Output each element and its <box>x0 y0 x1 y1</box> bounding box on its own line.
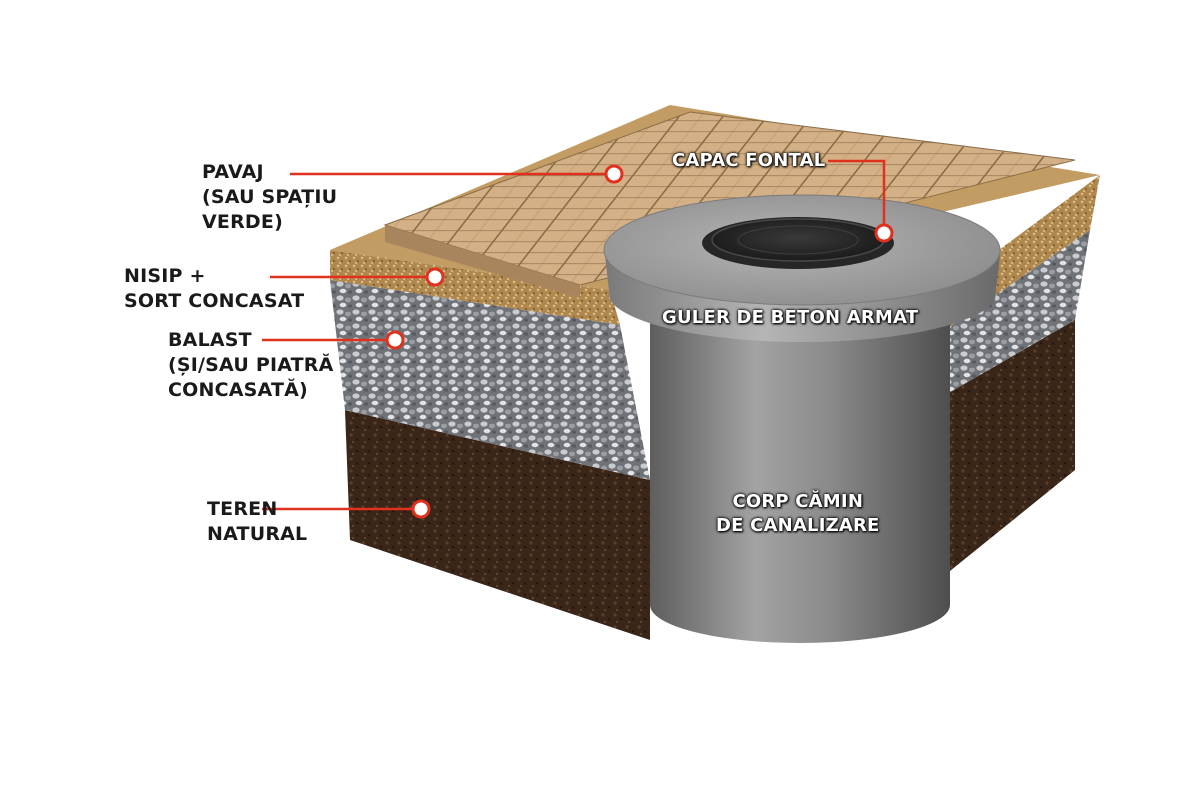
lid-pattern <box>737 225 859 255</box>
label-corp-line-2: DE CANALIZARE <box>716 515 880 536</box>
label-capac-text: CAPAC FONTAL <box>672 150 826 171</box>
label-balast-line-1: BALAST <box>168 329 252 351</box>
label-pavaj: PAVAJ (SAU SPAȚIU VERDE) <box>202 160 337 235</box>
gravel-layer <box>330 280 650 480</box>
label-balast-line-3: CONCASATĂ) <box>168 379 308 401</box>
label-guler: GULER DE BETON ARMAT <box>662 306 918 330</box>
label-balast: BALAST (ȘI/SAU PIATRĂ CONCASATĂ) <box>168 328 334 403</box>
label-teren-line-2: NATURAL <box>207 523 308 545</box>
label-pavaj-line-3: VERDE) <box>202 211 283 233</box>
label-pavaj-line-1: PAVAJ <box>202 161 264 183</box>
teren-dot <box>411 499 431 519</box>
balast-dot <box>385 330 405 350</box>
leader-dots <box>385 164 894 519</box>
label-corp: CORP CĂMIN DE CANALIZARE <box>716 490 880 538</box>
leader-lines <box>262 159 886 511</box>
label-balast-line-2: (ȘI/SAU PIATRĂ <box>168 354 334 376</box>
label-nisip: NISIP + SORT CONCASAT <box>124 264 304 314</box>
label-nisip-line-2: SORT CONCASAT <box>124 290 305 312</box>
soil-layer <box>345 410 650 640</box>
soil-layer-right <box>945 320 1075 575</box>
label-pavaj-line-2: (SAU SPAȚIU <box>202 186 338 208</box>
label-corp-line-1: CORP CĂMIN <box>732 491 864 512</box>
manhole <box>603 194 1001 643</box>
label-nisip-line-1: NISIP + <box>124 265 206 287</box>
capac-leader <box>828 159 886 232</box>
gravel-layer-right <box>945 230 1090 395</box>
paver-front-edge <box>385 225 580 298</box>
capac-dot <box>874 223 894 243</box>
label-capac: CAPAC FONTAL <box>672 149 825 173</box>
ground-block <box>330 105 1100 640</box>
nisip-dot <box>425 267 445 287</box>
label-teren: TEREN NATURAL <box>207 497 307 547</box>
manhole-body <box>650 315 950 643</box>
sand-layer <box>330 250 620 325</box>
label-guler-text: GULER DE BETON ARMAT <box>662 307 919 328</box>
label-teren-line-1: TEREN <box>207 498 278 520</box>
pavaj-dot <box>604 164 624 184</box>
